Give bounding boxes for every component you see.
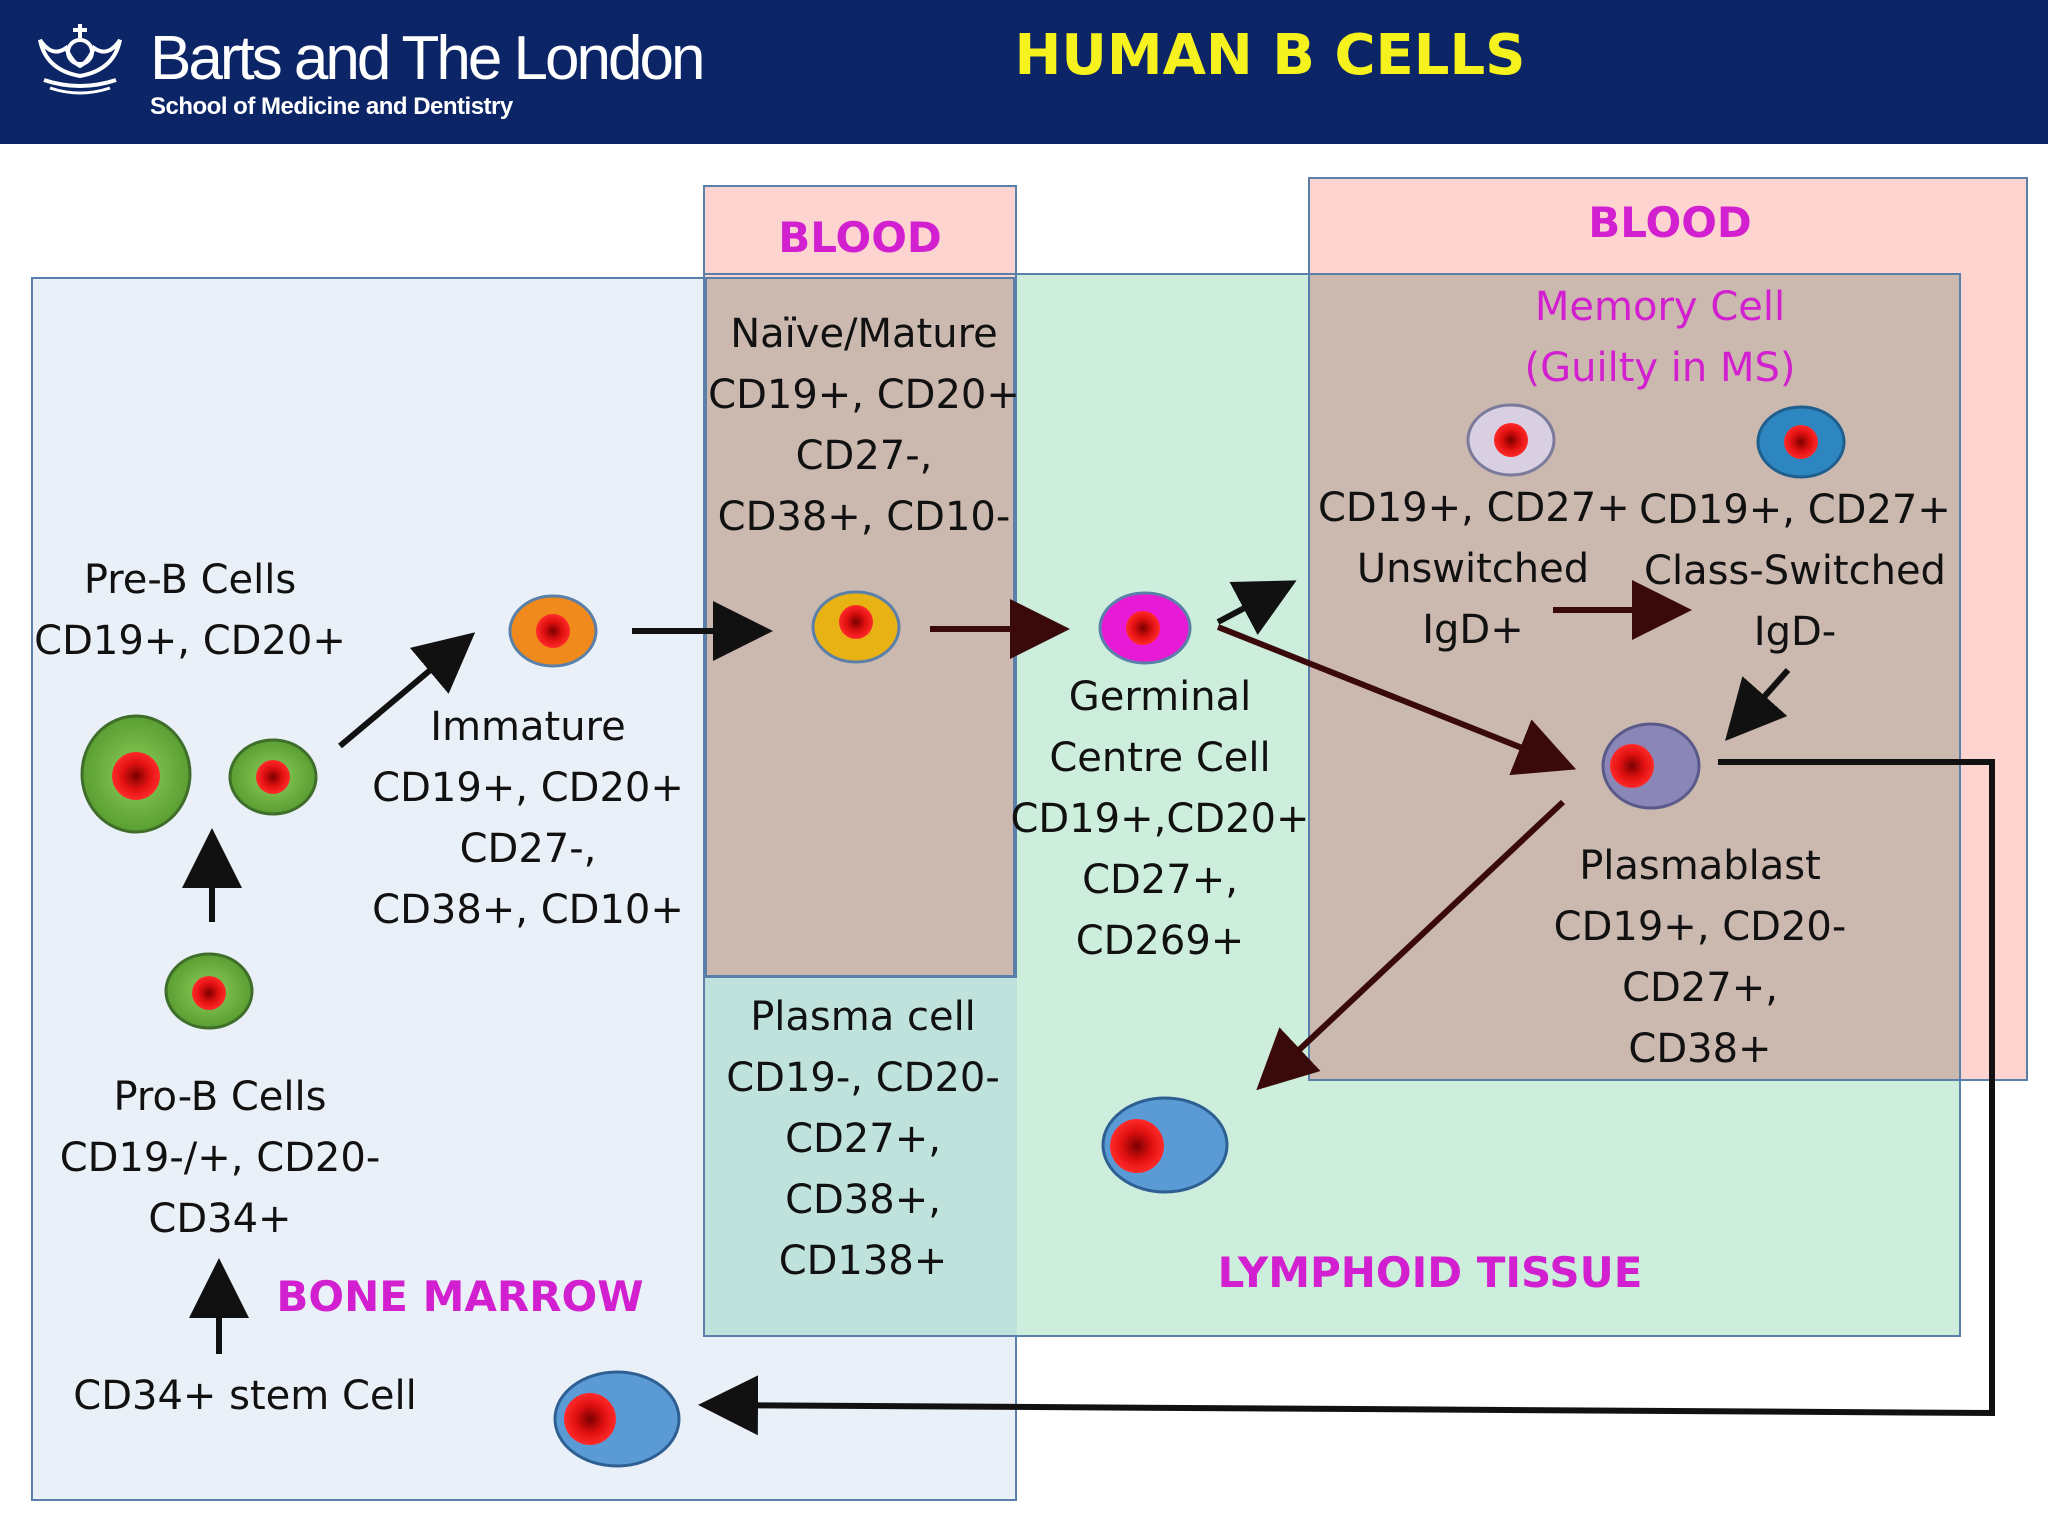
header-bar: Barts and The London School of Medicine …	[0, 0, 2048, 144]
germinal-centre-cell	[1098, 591, 1192, 665]
blood-lymphoid-overlap	[1308, 273, 1961, 1081]
arrow-germinal-to-plasmablast	[1216, 624, 1577, 776]
crown-crest-icon	[38, 24, 122, 95]
label-plasmablast: Plasmablast CD19+, CD20- CD27+, CD38+	[1553, 843, 1847, 1072]
label-immature: Immature CD19+, CD20+ CD27-, CD38+, CD10…	[372, 704, 684, 933]
stem-cell	[553, 1370, 681, 1468]
plasma-cell-overlap	[703, 978, 1017, 1337]
zone-label-blood-right: BLOOD	[1588, 198, 1752, 247]
zone-label-blood-left: BLOOD	[778, 213, 942, 262]
arrow-germinal-to-memory	[1216, 580, 1297, 635]
label-plasma-cell: Plasma cell CD19-, CD20- CD27+, CD38+, C…	[726, 994, 1000, 1284]
arrow-switched-to-plasmablast	[1725, 668, 1791, 741]
pro-b-cell	[164, 952, 254, 1030]
logo-title: Barts and The London	[150, 24, 705, 93]
label-stem-cell: CD34+ stem Cell	[73, 1373, 417, 1419]
zone-label-bone-marrow: BONE MARROW	[276, 1272, 644, 1321]
label-memory-cell: Memory Cell (Guilty in MS)	[1524, 284, 1796, 391]
label-germinal-centre: Germinal Centre Cell CD19+,CD20+ CD27+, …	[1010, 674, 1310, 964]
plasmablast-cell	[1601, 722, 1701, 810]
blood-right-border	[1308, 177, 2028, 1081]
label-naive-mature: Naïve/Mature CD19+, CD20+ CD27-, CD38+, …	[708, 311, 1020, 540]
plasma-cell	[1101, 1096, 1229, 1194]
arrow-pre-b-to-immature	[338, 632, 476, 749]
label-pre-b-cells: Pre-B Cells CD19+, CD20+	[34, 557, 346, 664]
pre-b-cell-small	[228, 738, 318, 816]
immature-cell	[508, 594, 598, 668]
label-unswitched: CD19+, CD27+ Unswitched IgD+	[1318, 485, 1630, 653]
logo-subtitle: School of Medicine and Dentistry	[150, 93, 513, 120]
lymphoid-tissue-border	[703, 273, 1961, 1337]
memory-class-switched-cell	[1756, 405, 1846, 479]
naive-cell	[811, 590, 901, 664]
label-pro-b-cells: Pro-B Cells CD19-/+, CD20- CD34+	[59, 1074, 381, 1242]
memory-unswitched-cell	[1466, 403, 1556, 477]
arrow-plasmablast-to-plasma	[1256, 799, 1566, 1091]
slide-title: HUMAN B CELLS	[1014, 23, 1526, 88]
label-class-switched: CD19+, CD27+ Class-Switched IgD-	[1639, 487, 1951, 655]
arrow-plasmablast-to-bone-marrow	[698, 759, 1995, 1436]
zone-label-lymphoid-tissue: LYMPHOID TISSUE	[1217, 1248, 1643, 1297]
pre-b-cell-large	[80, 714, 192, 834]
